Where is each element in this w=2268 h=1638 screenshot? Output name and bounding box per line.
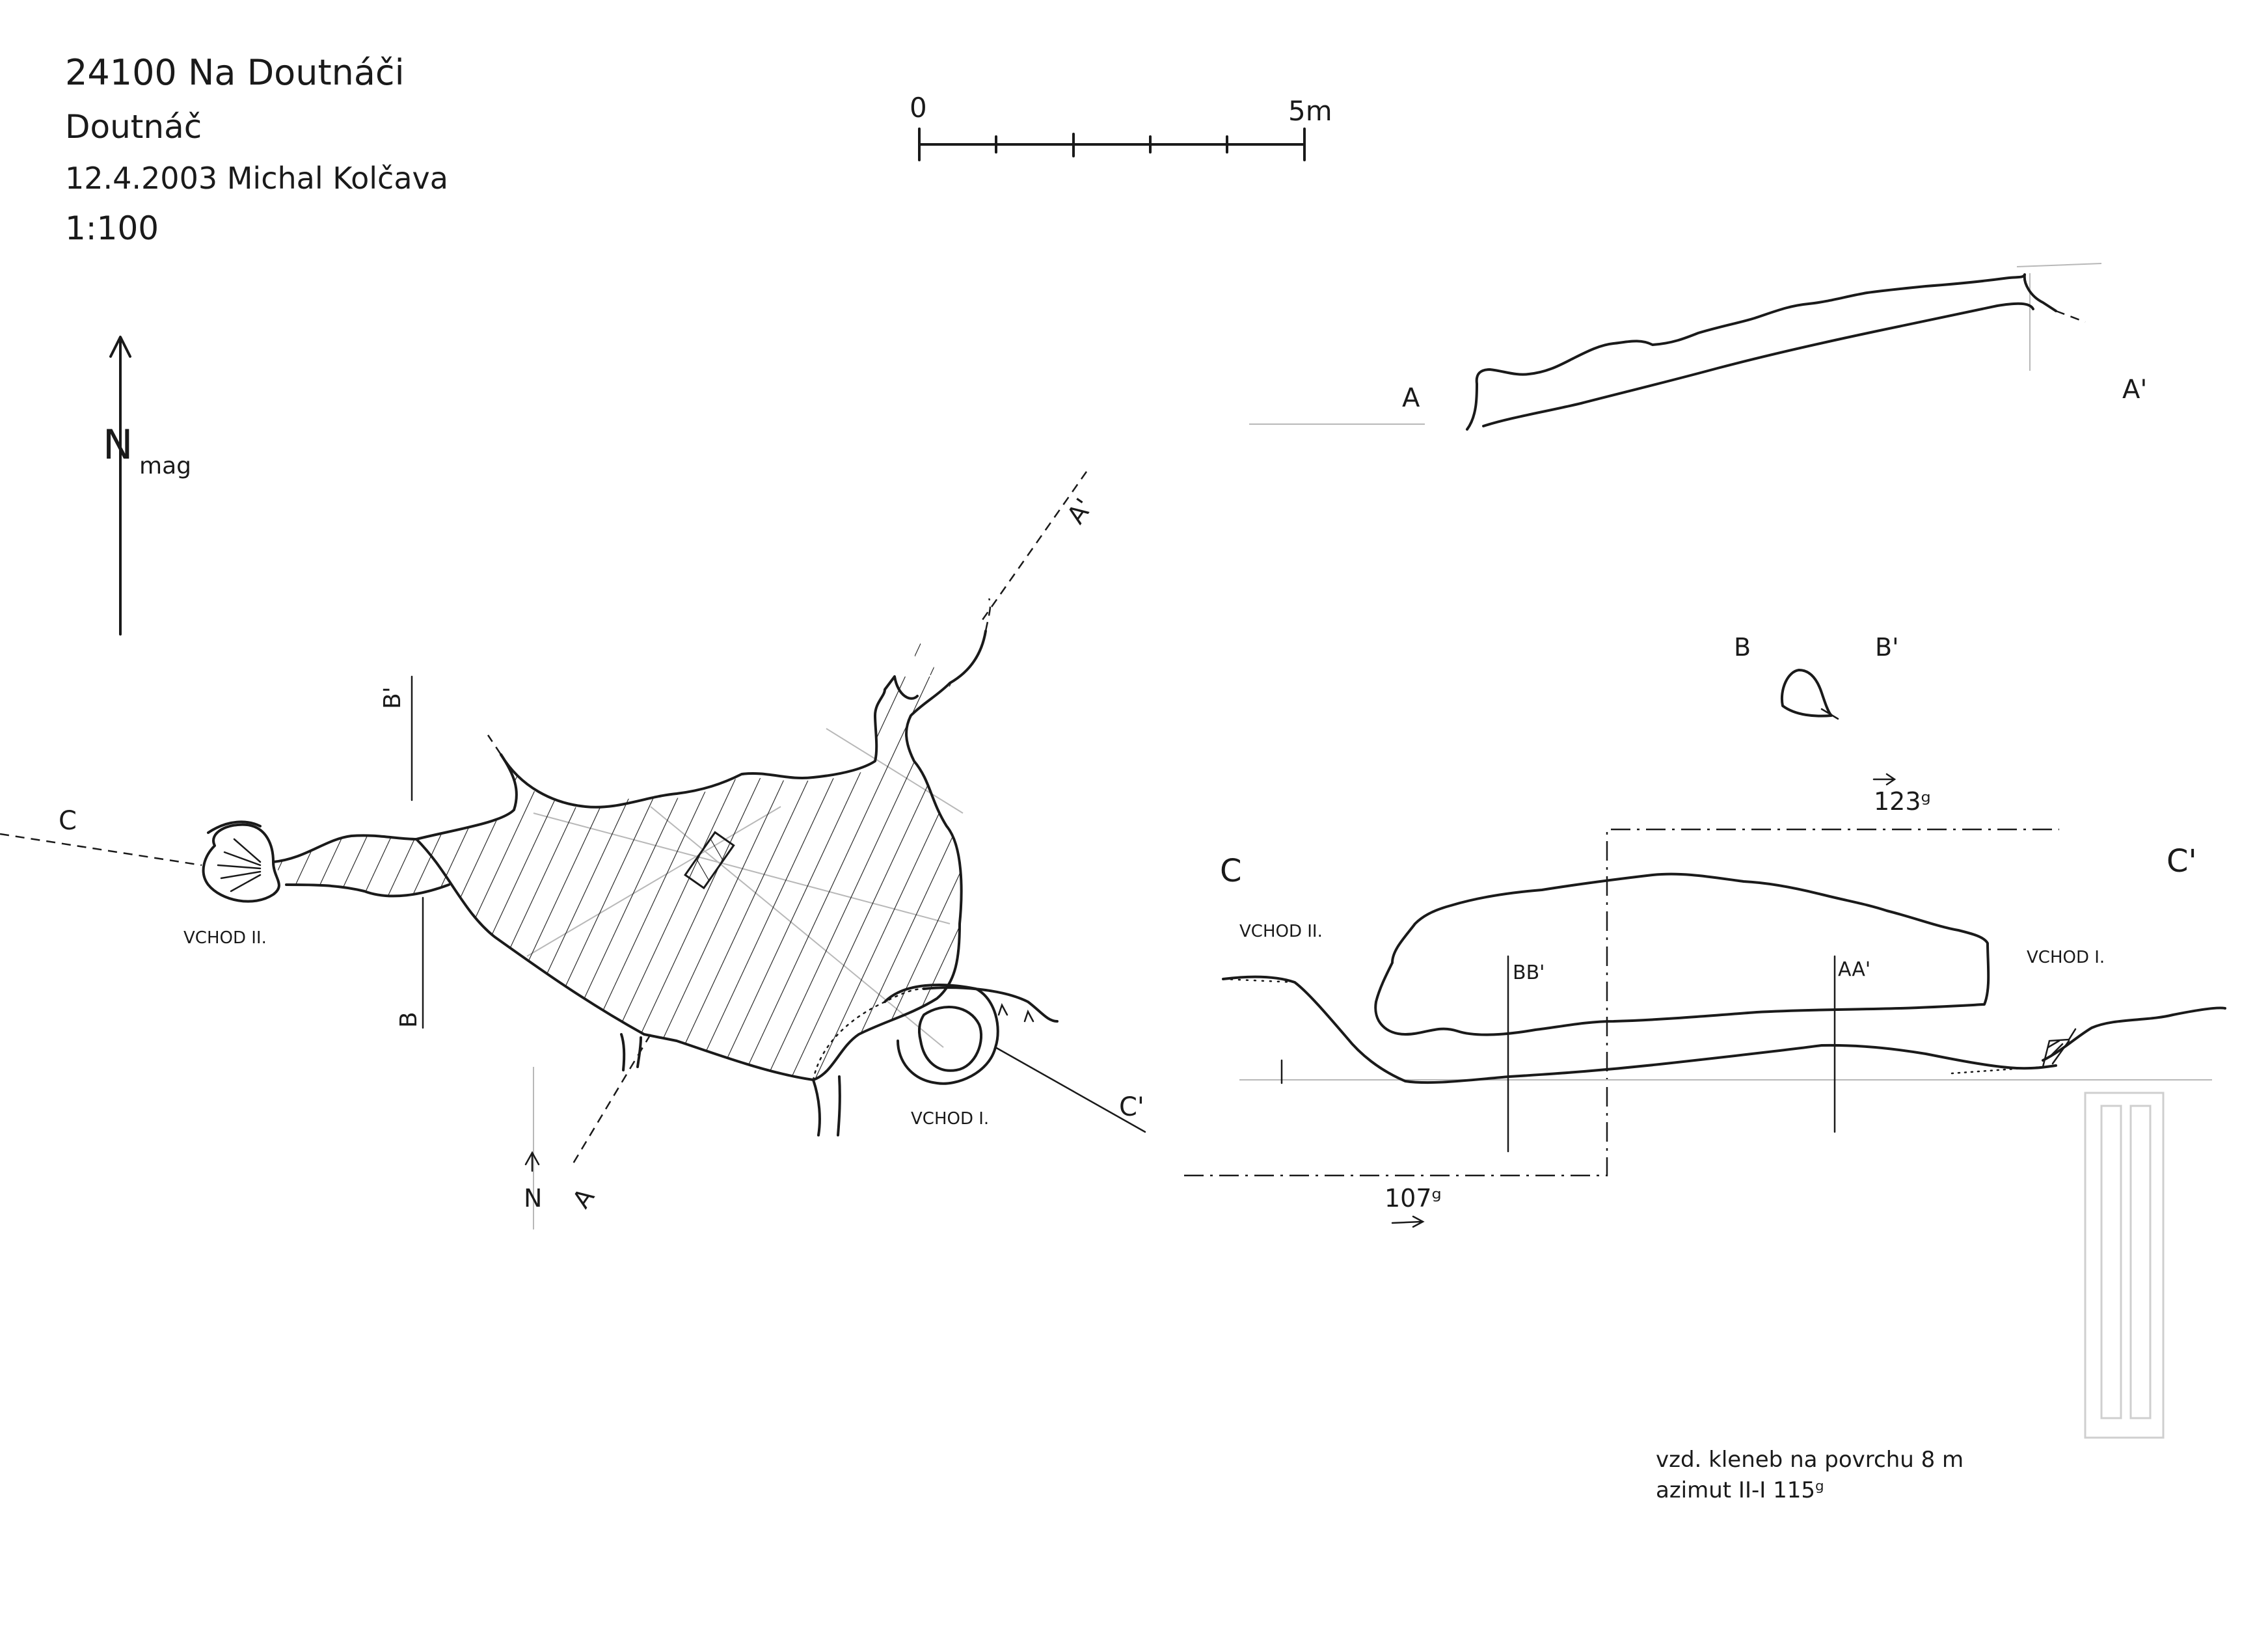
section-line-cc-east <box>994 1046 1146 1133</box>
section-line-aa-south <box>571 1034 652 1165</box>
plan-north-arrow: N <box>524 1151 542 1213</box>
scale-end-label: 5m <box>1288 95 1332 127</box>
section-line-cc-west <box>0 833 202 866</box>
profile-aa-left: A <box>1402 383 1420 413</box>
profile-cc: 123ᵍ 107ᵍ BB' AA' C C' VCHOD II. VCHOD I… <box>1184 773 2226 1228</box>
entrance-1-plan: VCHOD I. <box>812 984 1059 1129</box>
azimuth-bottom: 107ᵍ <box>1384 1184 1442 1213</box>
marker-aa-label: AA' <box>1838 958 1870 981</box>
plan-label-b-prime: B' <box>379 686 406 709</box>
cave-plan: A' A B' B C C' VCHOD II. <box>0 471 1146 1229</box>
plan-label-a: A <box>567 1183 600 1214</box>
entrance-1-step <box>2042 1028 2077 1068</box>
profile-entrance-2-label: VCHOD II. <box>1239 922 1323 941</box>
profile-cc-left: C <box>1220 853 1242 889</box>
profile-entrance-1-label: VCHOD I. <box>2027 948 2105 967</box>
main-chamber-outline-north <box>500 675 919 809</box>
azimuth-top: 123ᵍ <box>1874 787 1931 816</box>
note-azimuth: azimut II-I 115ᵍ <box>1656 1477 1824 1503</box>
plan-label-c: C <box>59 806 77 836</box>
profile-bb: B B' <box>1734 633 1899 720</box>
plan-entrance-1-label: VCHOD I. <box>911 1109 989 1129</box>
scale-start-label: 0 <box>910 92 927 124</box>
north-arrow: N mag <box>103 336 191 636</box>
plan-entrance-2-label: VCHOD II. <box>183 928 267 948</box>
north-letter: N <box>103 421 133 468</box>
survey-notes: vzd. kleneb na povrchu 8 m azimut II-I 1… <box>1656 1447 1964 1503</box>
plan-label-c-prime: C' <box>1119 1092 1144 1122</box>
profile-bb-left: B <box>1734 633 1751 662</box>
survey-date-author: 12.4.2003 Michal Kolčava <box>65 161 448 196</box>
profile-cc-right: C' <box>2167 843 2197 879</box>
cave-id-name: 24100 Na Doutnáči <box>65 52 405 93</box>
profile-bb-right: B' <box>1875 633 1899 662</box>
profile-aa-right: A' <box>2122 375 2147 405</box>
section-line-aa-north <box>978 471 1088 625</box>
west-passage <box>273 835 449 896</box>
map-scale: 1:100 <box>65 209 159 247</box>
archive-stamp <box>2084 1092 2165 1439</box>
header-block: 24100 Na Doutnáči Doutnáč 12.4.2003 Mich… <box>65 52 448 247</box>
rock-block <box>684 831 735 890</box>
note-distance: vzd. kleneb na povrchu 8 m <box>1656 1447 1964 1473</box>
plan-label-b: B <box>396 1012 422 1028</box>
locality-name: Doutnáč <box>65 108 202 146</box>
plan-north-letter: N <box>524 1184 542 1213</box>
north-subscript: mag <box>139 453 191 479</box>
entrance-2-plan: VCHOD II. <box>183 820 280 948</box>
profile-aa: A A' <box>1249 263 2147 431</box>
marker-bb-label: BB' <box>1513 961 1545 984</box>
scale-bar: 0 5m <box>910 92 1332 161</box>
